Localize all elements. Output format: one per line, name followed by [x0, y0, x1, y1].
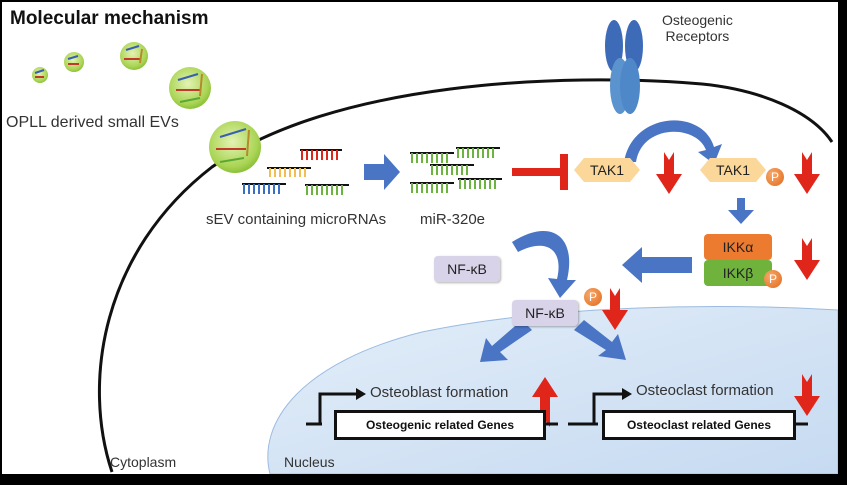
label-cytoplasm: Cytoplasm [110, 454, 177, 470]
node-nfkb-phosphorylated: NF-κB [512, 300, 578, 326]
regulation-arrows [532, 152, 820, 427]
gene-box-osteogenic: Osteogenic related Genes [334, 410, 546, 440]
vesicle-icons [32, 42, 261, 173]
gene-box-osteoclast: Osteoclast related Genes [602, 410, 796, 440]
up-arrow-osteoblast [532, 377, 558, 427]
label-sev-mirnas: sEV containing microRNAs [206, 211, 387, 228]
label-receptors-line2: Receptors [665, 28, 730, 44]
arrow-nfkb-to-osteoclast [574, 320, 626, 360]
node-tak1-phosphorylated: TAK1 [700, 158, 766, 182]
down-arrow-tak1p [794, 152, 820, 194]
phosphate-badge: P [766, 168, 784, 186]
node-tak1: TAK1 [574, 158, 640, 182]
diagram-title: Molecular mechanism [10, 8, 209, 29]
arrow-nfkb-phosphorylation [512, 231, 576, 298]
label-receptors-line1: Osteogenic [662, 12, 733, 28]
osteogenic-receptor-icon [605, 20, 643, 114]
phosphate-badge: P [764, 270, 782, 288]
label-osteoclast-formation: Osteoclast formation [636, 382, 774, 399]
label-osteoblast-formation: Osteoblast formation [370, 384, 509, 401]
flow-arrows [364, 120, 754, 362]
label-receptors: Osteogenic Receptors [662, 12, 733, 44]
microrna-icons [242, 147, 502, 195]
promoter-arrowhead [622, 388, 632, 400]
node-ikk-alpha: IKKα [704, 234, 772, 260]
inhibition-icon [512, 154, 568, 190]
phosphate-badge: P [584, 288, 602, 306]
arrow-tak1-to-ikk [728, 198, 754, 224]
label-mir320e: miR-320e [420, 211, 486, 228]
label-nucleus: Nucleus [284, 454, 335, 470]
node-nfkb: NF-κB [434, 256, 500, 282]
diagram-canvas: Molecular mechanism OPLL derived small E… [2, 2, 838, 474]
arrow-nfkb-to-osteoblast [480, 320, 532, 362]
down-arrow-nfkb [602, 288, 628, 330]
down-arrow-osteoclast [794, 374, 820, 416]
node-ikk-beta: IKKβ [704, 260, 772, 286]
down-arrow-ikk [794, 238, 820, 280]
down-arrow-tak1 [656, 152, 682, 194]
gene-diagram-lines [306, 392, 808, 426]
cell-membrane [98, 78, 834, 473]
promoter-arrowhead [356, 388, 366, 400]
arrow-ikk-to-nfkb [622, 247, 692, 283]
label-opll-evs: OPLL derived small EVs [6, 114, 179, 131]
arrow-tak1-activation [624, 120, 722, 164]
arrow-mirna-to-mir320e [364, 154, 400, 190]
